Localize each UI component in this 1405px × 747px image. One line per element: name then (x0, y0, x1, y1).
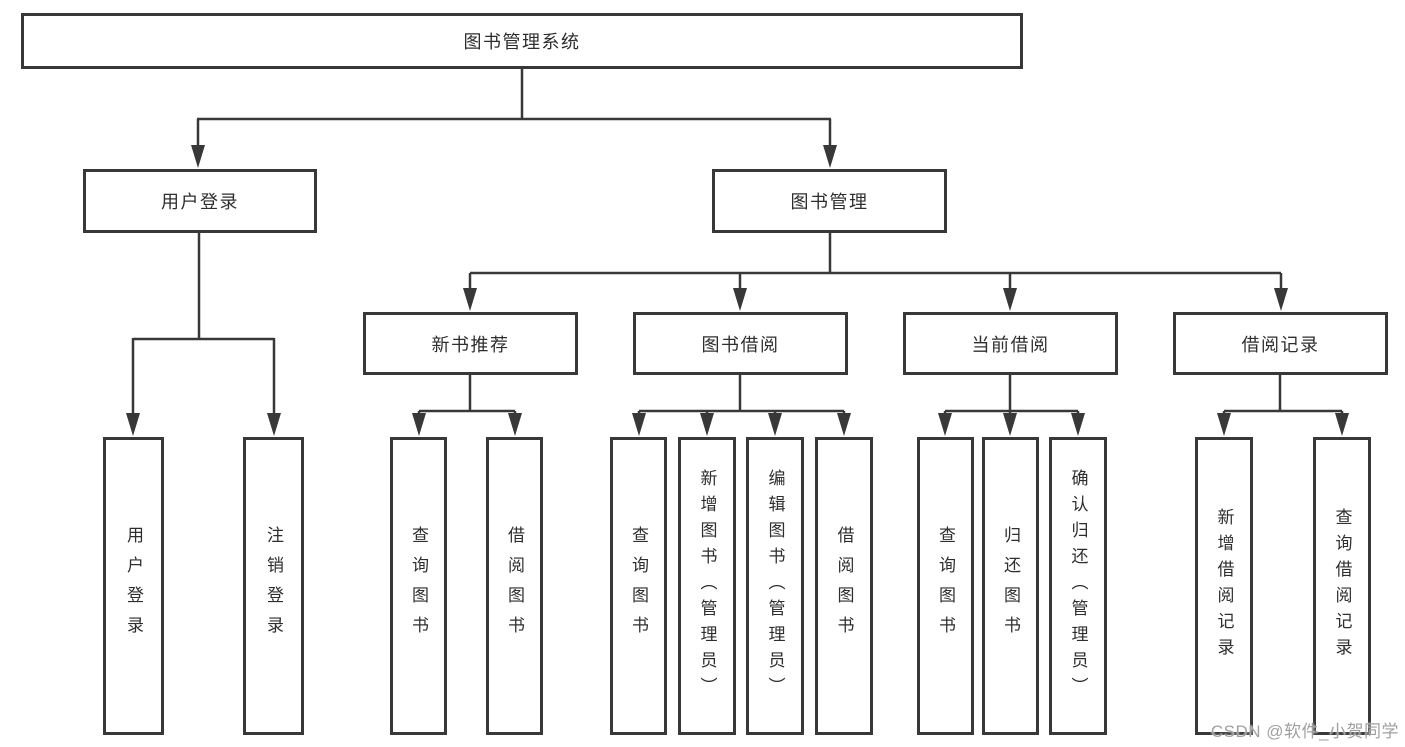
node-current-borrow: 当前借阅 (903, 312, 1118, 375)
leaf-logout-label: 注销登录 (264, 526, 283, 646)
node-borrow-records: 借阅记录 (1173, 312, 1388, 375)
node-root-system: 图书管理系统 (21, 13, 1023, 69)
leaf-query-books-recommend-label: 查询图书 (409, 526, 428, 646)
node-new-book-recommend-label: 新书推荐 (431, 334, 510, 355)
leaf-user-login-label: 用户登录 (124, 526, 143, 646)
leaf-confirm-return-admin: 确认归还（管理员） (1049, 437, 1107, 735)
leaf-query-books-recommend: 查询图书 (390, 437, 447, 735)
leaf-borrow-books-recommend: 借阅图书 (486, 437, 543, 735)
leaf-add-borrow-record-label: 新增借阅记录 (1214, 508, 1234, 664)
node-user-login-label: 用户登录 (161, 192, 239, 212)
leaf-borrow-books-recommend-label: 借阅图书 (505, 526, 524, 646)
leaf-return-books-label: 归还图书 (1001, 526, 1020, 646)
leaf-query-books-current-label: 查询图书 (936, 526, 955, 646)
leaf-edit-books-admin-label: 编辑图书（管理员） (765, 469, 785, 703)
leaf-query-borrow-record: 查询借阅记录 (1313, 437, 1371, 735)
node-current-borrow-label: 当前借阅 (971, 334, 1050, 355)
leaf-query-books-current: 查询图书 (917, 437, 974, 735)
leaf-borrow-books-label: 借阅图书 (834, 526, 854, 646)
node-book-borrow: 图书借阅 (633, 312, 848, 375)
node-book-management: 图书管理 (712, 169, 947, 233)
node-user-login: 用户登录 (83, 169, 317, 233)
node-book-management-label: 图书管理 (790, 192, 869, 212)
leaf-confirm-return-admin-label: 确认归还（管理员） (1068, 469, 1088, 703)
leaf-query-books-borrow: 查询图书 (610, 437, 667, 735)
node-borrow-records-label: 借阅记录 (1241, 334, 1320, 355)
node-root-system-label: 图书管理系统 (463, 32, 581, 52)
leaf-logout: 注销登录 (243, 437, 304, 735)
arrowhead-icons (126, 145, 1349, 436)
node-book-borrow-label: 图书借阅 (701, 334, 780, 355)
watermark: CSDN @软件_小贺同学 (1210, 722, 1399, 741)
leaf-add-books-admin-label: 新增图书（管理员） (697, 469, 717, 703)
leaf-user-login: 用户登录 (103, 437, 164, 735)
leaf-add-books-admin: 新增图书（管理员） (678, 437, 736, 735)
leaf-edit-books-admin: 编辑图书（管理员） (746, 437, 804, 735)
leaf-query-books-borrow-label: 查询图书 (629, 526, 648, 646)
node-new-book-recommend: 新书推荐 (363, 312, 578, 375)
leaf-query-borrow-record-label: 查询借阅记录 (1332, 508, 1352, 664)
leaf-add-borrow-record: 新增借阅记录 (1195, 437, 1253, 735)
leaf-return-books: 归还图书 (982, 437, 1039, 735)
leaf-borrow-books: 借阅图书 (815, 437, 873, 735)
